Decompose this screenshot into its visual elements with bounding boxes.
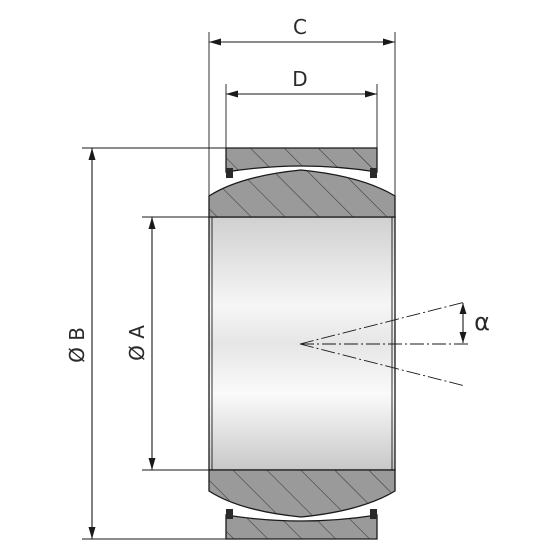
label-a: Ø A (125, 325, 149, 361)
angle-alpha: α (299, 301, 490, 387)
label-b: Ø B (65, 327, 89, 363)
inner-ring-top (208, 169, 396, 218)
label-alpha: α (474, 308, 490, 336)
outer-ring-top (225, 147, 378, 178)
dimension-b: Ø B (65, 147, 226, 540)
label-c: C (293, 15, 307, 39)
dimension-c: C (208, 15, 396, 196)
label-d: D (292, 67, 307, 91)
dimension-d: D (225, 67, 378, 148)
outer-ring-bottom (225, 509, 378, 540)
dimension-a: Ø A (125, 216, 209, 471)
inner-ring-bottom (208, 469, 396, 518)
